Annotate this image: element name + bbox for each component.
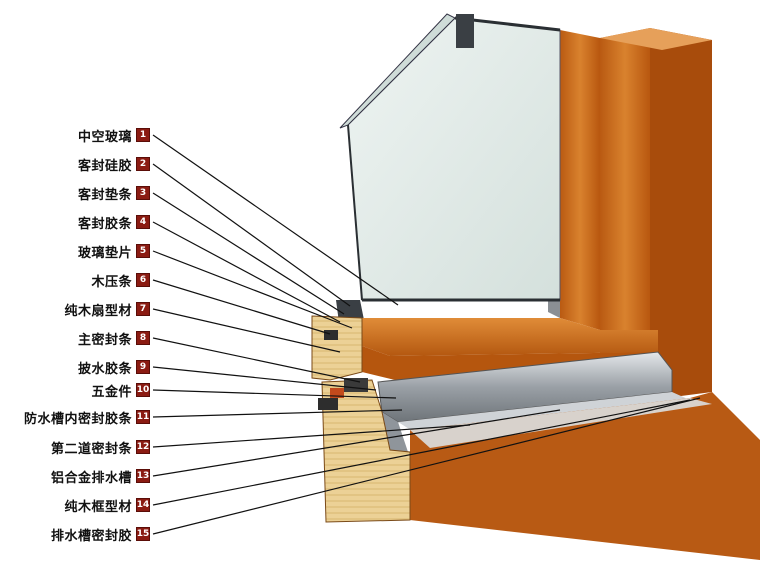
number-badge: 14 <box>136 498 150 512</box>
label-row: 铝合金排水槽 13 <box>0 463 150 489</box>
leader-line-6 <box>152 279 331 335</box>
label-text: 玻璃垫片 <box>77 245 132 261</box>
leader-line-8 <box>152 337 361 383</box>
label-text: 客封硅胶 <box>77 158 132 174</box>
label-row: 纯木扇型材 7 <box>0 296 150 322</box>
number-badge: 7 <box>136 302 150 316</box>
label-text: 防水槽内密封胶条 <box>23 411 132 427</box>
label-text: 铝合金排水槽 <box>50 470 132 486</box>
leader-line-12 <box>152 424 471 448</box>
label-row: 主密封条 8 <box>0 325 150 351</box>
label-text: 客封胶条 <box>77 216 132 232</box>
label-text: 第二道密封条 <box>50 441 132 457</box>
label-row: 客封硅胶 2 <box>0 151 150 177</box>
label-text: 披水胶条 <box>77 361 132 377</box>
number-badge: 4 <box>136 215 150 229</box>
label-text: 客封垫条 <box>77 187 132 203</box>
number-badge: 11 <box>136 410 150 424</box>
label-text: 纯木扇型材 <box>64 303 132 319</box>
label-row: 排水槽密封胶 15 <box>0 521 150 547</box>
label-text: 木压条 <box>91 274 132 290</box>
label-row: 玻璃垫片 5 <box>0 238 150 264</box>
label-row: 木压条 6 <box>0 267 150 293</box>
label-text: 中空玻璃 <box>77 129 132 145</box>
number-badge: 8 <box>136 331 150 345</box>
leader-line-11 <box>152 409 403 418</box>
leader-line-7 <box>152 308 341 353</box>
label-row: 第二道密封条 12 <box>0 434 150 460</box>
leader-line-9 <box>152 366 377 391</box>
label-text: 纯木框型材 <box>64 499 132 515</box>
outer-frame-vertical <box>600 28 712 410</box>
label-row: 纯木框型材 14 <box>0 492 150 518</box>
leader-line-5 <box>152 250 353 329</box>
leader-line-1 <box>152 134 399 306</box>
number-badge: 15 <box>136 527 150 541</box>
leader-lines <box>152 134 701 535</box>
number-badge: 12 <box>136 440 150 454</box>
leader-line-3 <box>152 192 345 315</box>
label-row: 客封垫条 3 <box>0 180 150 206</box>
label-row: 中空玻璃 1 <box>0 122 150 148</box>
leader-line-10 <box>152 389 397 399</box>
leader-line-14 <box>152 399 691 506</box>
number-badge: 5 <box>136 244 150 258</box>
number-badge: 9 <box>136 360 150 374</box>
leader-line-13 <box>152 409 561 477</box>
label-text: 五金件 <box>91 384 132 400</box>
label-row: 客封胶条 4 <box>0 209 150 235</box>
leader-line-4 <box>152 221 341 323</box>
label-row: 防水槽内密封胶条 11 <box>0 404 150 430</box>
label-row: 披水胶条 9 <box>0 354 150 380</box>
label-text: 排水槽密封胶 <box>50 528 132 544</box>
leader-line-15 <box>152 397 701 535</box>
number-badge: 10 <box>136 383 150 397</box>
insulated-glass <box>336 13 561 330</box>
leader-line-2 <box>152 163 351 307</box>
number-badge: 2 <box>136 157 150 171</box>
number-badge: 6 <box>136 273 150 287</box>
label-row: 五金件 10 <box>0 377 150 403</box>
label-text: 主密封条 <box>77 332 132 348</box>
number-badge: 3 <box>136 186 150 200</box>
number-badge: 1 <box>136 128 150 142</box>
number-badge: 13 <box>136 469 150 483</box>
